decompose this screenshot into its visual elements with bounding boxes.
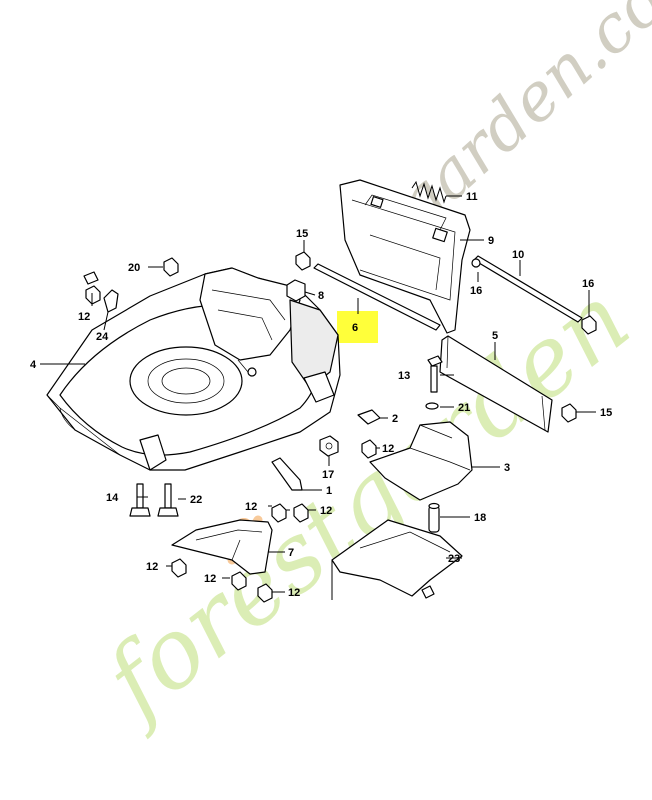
callout-13: 13 [398,370,410,382]
mower-deck [46,267,341,471]
callout-22: 22 [190,494,202,506]
callout-9: 9 [488,235,494,247]
callout-17: 17 [322,469,334,481]
bolt-part-22 [157,483,179,517]
callout-16-mid: 16 [470,285,482,297]
lever-part-1 [271,457,303,491]
callout-15-top: 15 [296,228,308,240]
grommet-part-8 [286,279,306,302]
nut-part-15-right [561,403,577,423]
callout-23: 23 [448,553,460,565]
callout-12-guard-mid: 12 [204,573,216,585]
callout-6: 6 [352,322,358,334]
callout-5: 5 [492,330,498,342]
callout-10: 10 [512,249,524,261]
callout-12-guard-right: 12 [288,587,300,599]
guard-part-7 [171,519,273,575]
nut-part-12-set [85,285,377,603]
bushing-part-17 [319,435,339,457]
callout-11: 11 [466,191,478,203]
callout-labels: 1 2 3 4 5 6 7 8 9 10 11 12 12 12 12 12 1… [30,191,612,599]
chute-part-3 [369,421,473,501]
nut-part-15-top [295,251,311,271]
callout-12-mid: 12 [382,443,394,455]
callout-12-bolt-a: 12 [245,501,257,513]
spring-part-11 [411,180,447,204]
callout-3: 3 [504,462,510,474]
rod-part-6 [313,263,441,331]
callout-12-bolt-b: 12 [320,505,332,517]
highlight-box-part-6 [337,311,378,343]
rear-plate-part-5 [439,335,553,433]
callout-21: 21 [458,402,470,414]
callout-8: 8 [318,290,324,302]
callout-18: 18 [474,512,486,524]
baffle-part-23 [331,519,463,600]
callout-16-right: 16 [582,278,594,290]
clip-part-24 [83,271,119,313]
callout-20: 20 [128,262,140,274]
callout-4: 4 [30,359,37,371]
rear-flap-assembly [339,179,471,334]
callout-7: 7 [288,547,294,559]
bolt-part-14 [129,483,151,517]
callout-12-guard-left: 12 [146,561,158,573]
callout-24: 24 [96,331,109,343]
pin-part-18 [428,502,440,533]
rod-part-10 [471,255,583,323]
leader-lines [40,195,596,593]
callout-1: 1 [326,485,332,497]
nut-part-20 [163,257,179,277]
bolt-part-13 [425,355,443,410]
callout-15-right: 15 [600,407,612,419]
callout-12-left: 12 [78,311,90,323]
nut-part-16-right [581,315,597,335]
callout-14: 14 [106,492,119,504]
callout-2: 2 [392,413,398,425]
